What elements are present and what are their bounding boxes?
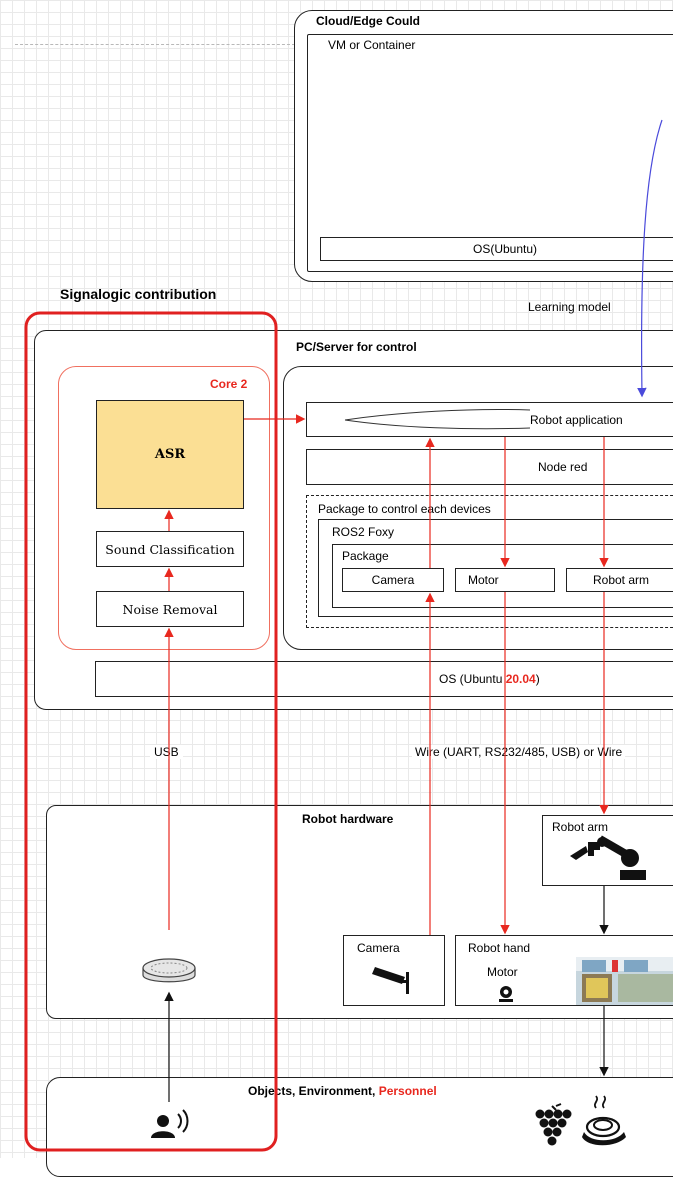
- signalogic-highlight-box: [24, 311, 278, 1152]
- robot-application-box[interactable]: [306, 402, 673, 437]
- hw-motor-label: Motor: [487, 965, 518, 979]
- node-red-box[interactable]: [306, 449, 673, 485]
- smart-speaker-icon: [142, 958, 196, 983]
- pc-os-box[interactable]: [95, 661, 673, 697]
- cloud-os-label: OS(Ubuntu): [472, 242, 538, 256]
- hw-robot-hand-label: Robot hand: [468, 941, 531, 955]
- package-label: Package: [342, 549, 389, 563]
- objects-prefix: Objects, Environment,: [248, 1084, 379, 1098]
- pc-motor-label: Motor: [468, 573, 499, 587]
- learning-model-connector: [637, 119, 663, 398]
- vm-label: VM or Container: [328, 38, 416, 52]
- security-camera-icon: [372, 967, 409, 994]
- noise-removal-label: Noise Removal: [122, 601, 218, 617]
- core2-label: Core 2: [210, 377, 248, 391]
- pc-camera-label: Camera: [371, 573, 415, 587]
- pc-robot-arm-label: Robot arm: [592, 573, 650, 587]
- pc-os-label: OS (Ubuntu 20.04): [439, 672, 540, 686]
- person-speaking-icon: [151, 1109, 189, 1138]
- pc-robot-arm-box[interactable]: Robot arm: [566, 568, 673, 592]
- ros2-label: ROS2 Foxy: [332, 525, 395, 539]
- cloud-swoosh: [344, 409, 531, 430]
- pc-camera-box[interactable]: Camera: [342, 568, 444, 592]
- asr-box[interactable]: ASR: [96, 400, 244, 509]
- gripper-photo-icon: [576, 957, 673, 1005]
- asr-label: ASR: [154, 447, 186, 462]
- package-group-box[interactable]: [306, 495, 673, 628]
- robot-arm-icon: [570, 835, 646, 880]
- pc-os-version: 20.04: [505, 672, 536, 686]
- food-plate-icon: [582, 1095, 626, 1146]
- objects-title: Objects, Environment, Personnel: [248, 1084, 437, 1098]
- package-group-label: Package to control each devices: [318, 502, 491, 516]
- hw-camera-label: Camera: [357, 941, 400, 955]
- hw-camera-box[interactable]: [343, 935, 445, 1006]
- grapes-icon: [535, 1103, 572, 1146]
- node-red-label: Node red: [538, 460, 588, 474]
- sound-classification-box[interactable]: Sound Classification: [96, 531, 244, 567]
- signalogic-title: Signalogic contribution: [60, 286, 217, 302]
- cloud-title: Cloud/Edge Could: [316, 14, 420, 28]
- robot-hardware-title: Robot hardware: [302, 812, 394, 826]
- robot-application-label: Robot application: [530, 413, 623, 427]
- pc-os-suffix: ): [535, 672, 540, 686]
- dashed-guide-line: [15, 44, 295, 45]
- pc-title: PC/Server for control: [296, 340, 417, 354]
- hw-robot-arm-box[interactable]: [542, 815, 673, 886]
- wire-label: Wire (UART, RS232/485, USB) or Wire: [412, 745, 626, 759]
- pc-motor-box[interactable]: [455, 568, 555, 592]
- cloud-os-box[interactable]: OS(Ubuntu): [320, 237, 673, 261]
- objects-personnel: Personnel: [378, 1084, 437, 1098]
- pc-os-prefix: OS (Ubuntu: [439, 672, 506, 686]
- learning-model-label: Learning model: [528, 300, 611, 314]
- motor-icon: [499, 986, 513, 1002]
- usb-label: USB: [150, 745, 183, 759]
- hw-robot-arm-label: Robot arm: [552, 820, 609, 834]
- sound-classification-label: Sound Classification: [105, 541, 235, 557]
- noise-removal-box[interactable]: Noise Removal: [96, 591, 244, 627]
- vm-container-box[interactable]: [307, 34, 673, 272]
